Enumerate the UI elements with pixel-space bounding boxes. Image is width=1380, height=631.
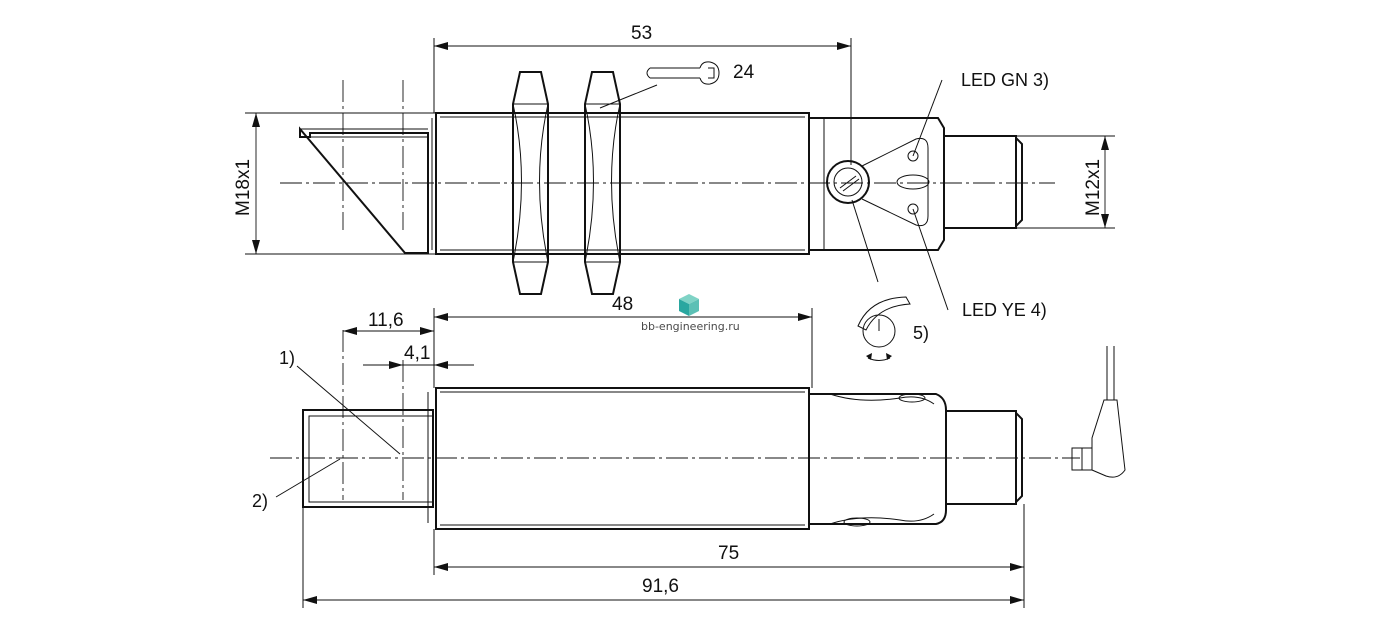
wrench-icon bbox=[646, 61, 720, 85]
thread-main-label: M18x1 bbox=[233, 159, 254, 216]
led-yellow-indicator bbox=[907, 203, 919, 215]
thread-connector-label: M12x1 bbox=[1083, 159, 1104, 216]
length-75-label: 75 bbox=[718, 543, 739, 564]
cube-logo-icon bbox=[679, 294, 699, 316]
rear-housing-bottom bbox=[809, 393, 947, 525]
connector-bottom bbox=[945, 410, 1017, 505]
watermark: bb-engineering.ru bbox=[641, 294, 740, 333]
bottom-view: 1) 2) 11,6 4,1 48 75 91,6 bbox=[252, 294, 1126, 608]
sensor-head-bottom bbox=[302, 409, 434, 508]
threaded-body-top bbox=[435, 112, 810, 255]
led-plate bbox=[861, 137, 929, 227]
watermark-text: bb-engineering.ru bbox=[641, 320, 740, 333]
offset-11-6-label: 11,6 bbox=[368, 310, 404, 331]
rear-housing-top bbox=[809, 117, 945, 251]
connector-top bbox=[943, 135, 1017, 229]
led-green-indicator bbox=[907, 150, 919, 162]
sensor-head-top bbox=[299, 126, 429, 254]
angled-plug-icon bbox=[1071, 346, 1126, 478]
length-91-6-label: 91,6 bbox=[642, 576, 679, 597]
note-1-label: 1) bbox=[279, 348, 295, 368]
nut-2 bbox=[584, 71, 621, 295]
offset-4-1-label: 4,1 bbox=[404, 343, 430, 364]
length-48-label: 48 bbox=[612, 294, 633, 315]
adjust-dial-icon bbox=[857, 296, 911, 361]
potentiometer bbox=[826, 160, 870, 204]
note-5-label: 5) bbox=[913, 323, 929, 343]
length-53-label: 53 bbox=[631, 23, 652, 44]
nut-1 bbox=[512, 71, 549, 295]
wrench-leader bbox=[599, 84, 658, 109]
top-view: 24 LED GN 3) LED YE 4) bbox=[233, 23, 1115, 361]
note-2-label: 2) bbox=[252, 491, 268, 511]
wrench-size-label: 24 bbox=[733, 62, 755, 83]
threaded-body-bottom bbox=[435, 387, 810, 530]
led-green-label: LED GN 3) bbox=[961, 70, 1049, 90]
led-yellow-label: LED YE 4) bbox=[962, 300, 1047, 320]
